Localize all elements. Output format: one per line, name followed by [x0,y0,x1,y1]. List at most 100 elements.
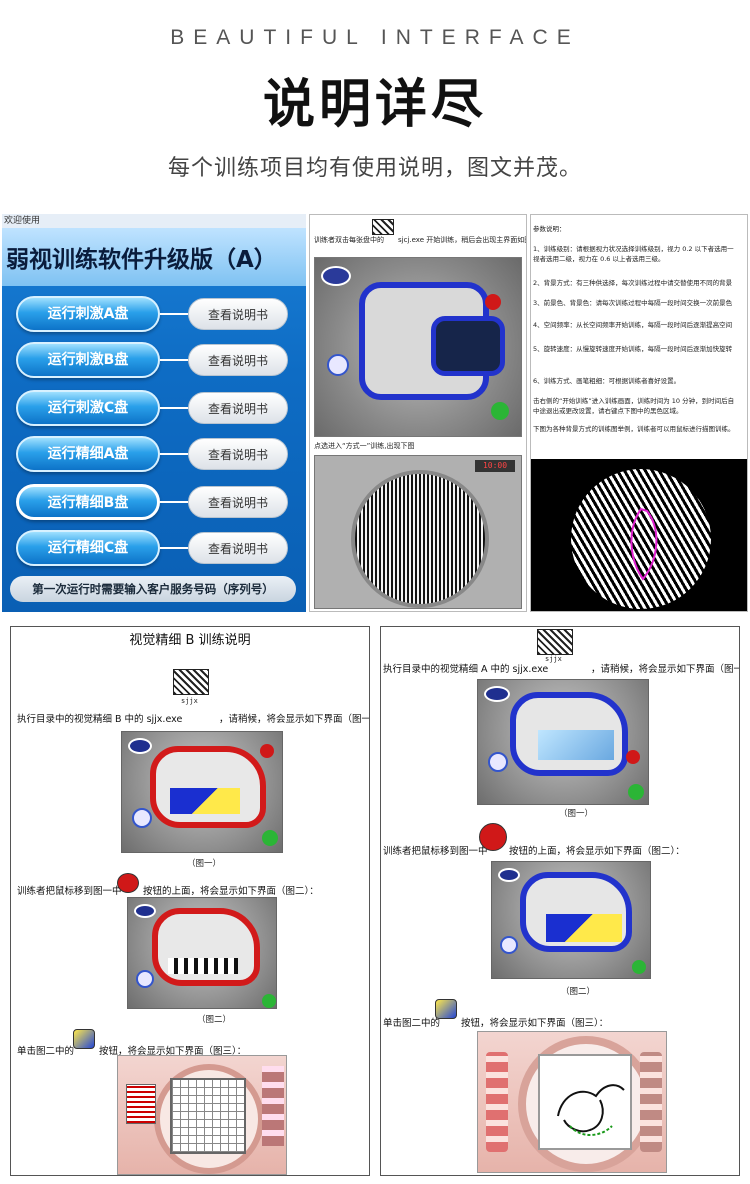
cloud-board [150,746,266,828]
launcher-row: 运行精细B盘 查看说明书 [16,484,296,520]
connector-line [160,313,188,315]
run-stimulus-b-button[interactable]: 运行刺激B盘 [16,342,160,378]
view-manual-button[interactable]: 查看说明书 [188,532,288,564]
green-ball-icon [262,830,278,846]
figure-1-screenshot [121,731,283,853]
drawing-canvas[interactable] [538,1054,632,1150]
param-line: 5、旋转速度：从慢旋转速度开始训练，每隔一段时间后逐渐加快旋转 [533,345,733,353]
run-fine-b-button[interactable]: 运行精细B盘 [16,484,160,520]
eye-icon [321,266,351,286]
param-line: 6、训练方式、画笔粗细：可根据训练者喜好设置。 [533,377,681,385]
logo-label: sjjx [181,697,198,705]
doc-line: 按钮的上面，将会显示如下界面（图二）： [509,846,685,857]
side-toolbar[interactable] [262,1066,284,1146]
rabbit-drawing-icon [557,1084,625,1136]
doc-line: 按钮，将会显示如下界面（图三）： [99,1046,247,1057]
figure-3-screenshot [477,1031,667,1173]
launcher-row: 运行精细A盘 查看说明书 [16,436,296,472]
launcher-title: 弱视训练软件升级版（A） [6,247,277,273]
doc-line: 执行目录中的视觉精细 B 中的 sjjx.exe [17,714,183,725]
page-title: 说明详尽 [262,75,487,135]
figure-2-screenshot [127,897,277,1009]
serial-number-notice[interactable]: 第一次运行时需要输入客户服务号码（序列号） [10,576,296,602]
launcher-row: 运行刺激B盘 查看说明书 [16,342,296,378]
doc-line: ，请稍候，将会显示如下界面（图一）： [591,664,739,675]
mascot-icon [327,354,349,376]
drawing-grid[interactable] [170,1078,246,1154]
sjjx-logo-icon [537,629,573,655]
figure-caption: （图二） [197,1015,232,1025]
logo-label: sjjx [545,655,562,663]
manual-caption: 点选进入“方式一”训练,出现下图 [314,442,415,450]
pattern-tiles [546,914,622,942]
param-line: 2、背景方式：有三种供选择，每次训练过程中请交替使用不同的背景 [533,279,733,287]
run-stimulus-c-button[interactable]: 运行刺激C盘 [16,390,160,426]
training-screen-screenshot: 10:00 [314,455,522,609]
left-toolbar[interactable] [486,1052,508,1152]
doc-line: ，请稍候，将会显示如下界面（图一）： [219,714,370,725]
red-button-icon [117,873,139,893]
launcher-row: 运行刺激A盘 查看说明书 [16,296,296,332]
connector-line [160,407,188,409]
manual-page-1: 训练者双击每张盘中的 sjcj.exe 开始训练，稍后会出现主界面如图1： 点选… [309,214,527,612]
window-caption: 欢迎使用 [2,214,306,228]
right-toolbar[interactable] [640,1052,662,1152]
thumbnail-grid [126,1084,156,1124]
param-line: 击右侧的“开始训练”进入训练画面，训练时间为 10 分钟，到时间后自 [533,397,735,405]
mascot-icon [136,970,154,988]
figure-1-screenshot [477,679,649,805]
doc-line: 执行目录中的视觉精细 A 中的 sjjx.exe [383,664,549,675]
doc-line: 单击图二中的 [383,1018,441,1029]
launcher-row: 运行精细C盘 查看说明书 [16,530,296,566]
doc-line: 按钮，将会显示如下界面（图三）： [461,1018,609,1029]
sjjx-logo-icon [173,669,209,695]
figure-2-screenshot [491,861,651,979]
mascot-icon [488,752,508,772]
doc-line: 训练者把鼠标移到图一中 [17,886,122,897]
eye-icon [498,868,520,882]
view-manual-button[interactable]: 查看说明书 [188,392,288,424]
sjcj-logo-icon [372,219,394,235]
board-surface [538,730,614,760]
mascot-icon [132,808,152,828]
training-timer: 10:00 [475,460,515,472]
green-ball-icon [491,402,509,420]
manual-document-fine-a: sjjx 执行目录中的视觉精细 A 中的 sjjx.exe ，请稍候，将会显示如… [380,626,740,1176]
red-ball-icon [626,750,640,764]
red-button-icon [479,823,507,851]
red-ball-icon [260,744,274,758]
doc-line: 训练者把鼠标移到图一中 [383,846,488,857]
trace-drawing-icon [630,507,658,581]
doc-line: 单击图二中的 [17,1046,75,1057]
eye-icon [484,686,510,702]
header-eyebrow: BEAUTIFUL INTERFACE [170,26,580,49]
figure-caption: （图二） [561,987,596,997]
connector-line [160,453,188,455]
mascot-icon [500,936,518,954]
view-manual-button[interactable]: 查看说明书 [188,486,288,518]
doc-line: 按钮的上面，将会显示如下界面（图二）： [143,886,319,897]
rotating-grating-disc[interactable] [571,469,711,609]
connector-line [160,547,188,549]
manual-document-fine-b: 视觉精细 B 训练说明 sjjx 执行目录中的视觉精细 B 中的 sjjx.ex… [10,626,370,1176]
param-line: 中途退出或更改设置，请右键点下图中的黑色区域。 [533,407,683,415]
param-line: 4、空间频率：从长空间频率开始训练，每隔一段时间后逐渐提高空间 [533,321,733,329]
connector-line [160,359,188,361]
manual-line: 训练者双击每张盘中的 [314,236,384,244]
green-ball-icon [632,960,646,974]
view-manual-button[interactable]: 查看说明书 [188,344,288,376]
pattern-tiles [170,788,240,814]
green-ball-icon [262,994,276,1008]
grating-lens [351,470,489,608]
eye-icon [128,738,152,754]
green-ball-icon [628,784,644,800]
run-fine-c-button[interactable]: 运行精细C盘 [16,530,160,566]
param-line: 1、训练级别：请根据视力状况选择训练级别，视力 0.2 以下者选用一 [533,245,734,253]
run-stimulus-a-button[interactable]: 运行刺激A盘 [16,296,160,332]
run-fine-a-button[interactable]: 运行精细A盘 [16,436,160,472]
view-manual-button[interactable]: 查看说明书 [188,438,288,470]
view-manual-button[interactable]: 查看说明书 [188,298,288,330]
main-interface-screenshot [314,257,522,437]
launcher-titlebar: 弱视训练软件升级版（A） [2,228,306,286]
cloud-board [152,908,260,986]
